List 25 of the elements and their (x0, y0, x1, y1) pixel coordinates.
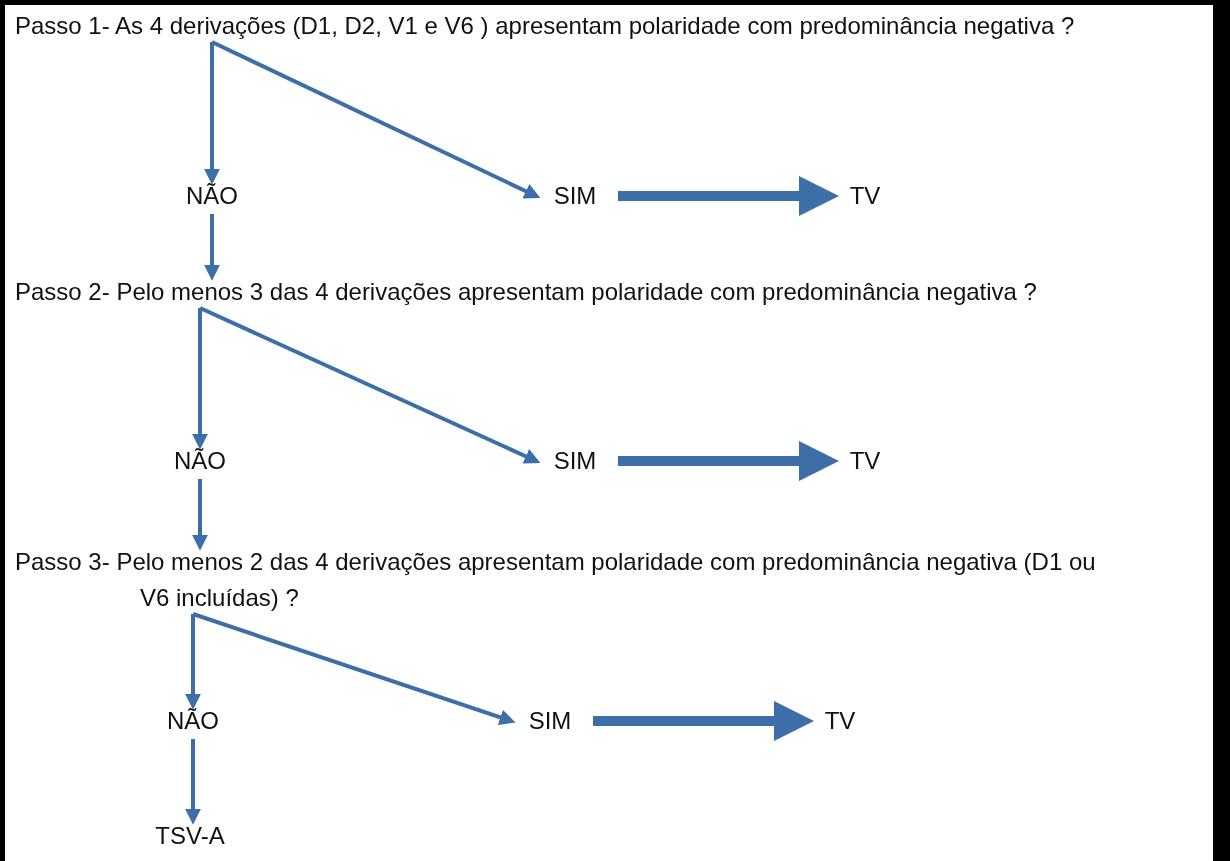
arrow (199, 306, 541, 464)
answer-label: SIM (515, 703, 585, 739)
question-text: Passo 1- As 4 derivações (D1, D2, V1 e V6 ) apresentam polaridade com predominância negativa ? (10, 8, 1110, 44)
answer-label: SIM (540, 443, 610, 479)
answer-label: NÃO (158, 703, 228, 739)
answer-label: TSV-A (148, 818, 232, 854)
answer-label: NÃO (177, 178, 247, 214)
arrow (192, 308, 208, 450)
question-text: Passo 2- Pelo menos 3 das 4 derivações apresentam polaridade com predominância negativa ? (10, 274, 1110, 310)
arrow (192, 479, 208, 551)
question-text: Passo 3- Pelo menos 2 das 4 derivações apresentam polaridade com predominância negativa (D1 ou V6 incluídas) ? (10, 544, 1110, 616)
arrow (204, 42, 220, 185)
arrow (618, 441, 839, 481)
arrow (185, 739, 201, 825)
answer-label: TV (835, 443, 895, 479)
arrow (204, 214, 220, 281)
arrow (211, 40, 541, 199)
answer-label: TV (810, 703, 870, 739)
answer-label: SIM (540, 178, 610, 214)
answer-label: TV (835, 178, 895, 214)
arrow (192, 612, 516, 725)
arrow (185, 614, 201, 710)
arrow (593, 701, 814, 741)
arrow (618, 176, 839, 216)
answer-label: NÃO (165, 443, 235, 479)
